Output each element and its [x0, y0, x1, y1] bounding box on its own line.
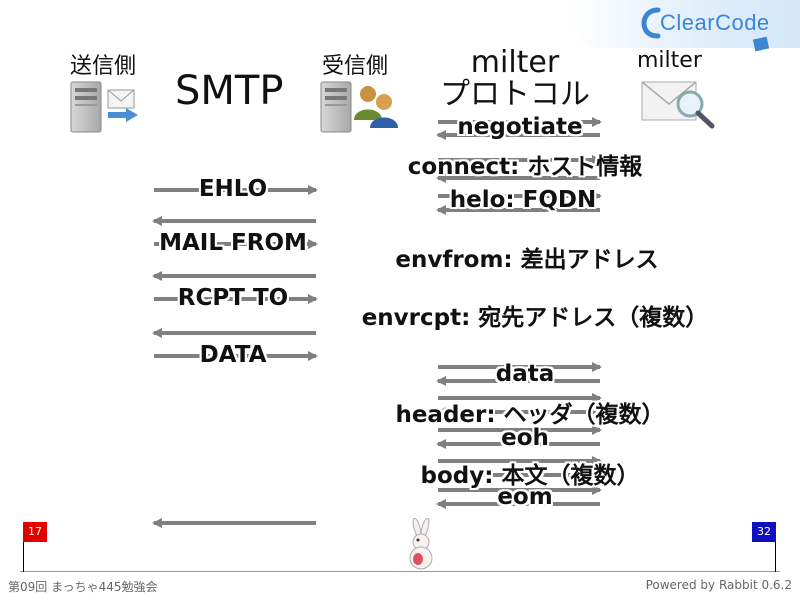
clearcode-logo-icon	[641, 7, 661, 39]
smtp-cmd-ehlo: EHLO	[198, 176, 268, 202]
smtp-cmd-data: DATA	[199, 342, 267, 368]
smtp-cmd-rcpt-to: RCPT TO	[177, 285, 289, 311]
smtp-label: SMTP	[175, 68, 284, 114]
footer-event-title: 第09回 まっちゃ445勉強会	[8, 580, 158, 594]
receiver-server-icon	[320, 81, 398, 133]
milter-msg-eoh: eoh	[501, 425, 549, 451]
milter-msg-negotiate: negotiate	[457, 114, 583, 140]
progress-track	[20, 571, 780, 572]
milter-protocol-label: milter プロトコル	[430, 47, 600, 111]
current-page-flag: 17	[23, 522, 47, 542]
milter-msg-helo: helo: FQDN	[449, 187, 597, 213]
sender-server-icon	[70, 81, 138, 133]
clearcode-logo-text: ClearCode	[660, 10, 770, 35]
milter-protocol-line2: プロトコル	[440, 77, 590, 112]
milter-msg-header: header: ヘッダ（複数）	[395, 402, 665, 428]
footer-powered-by: Powered by Rabbit 0.6.2	[645, 578, 792, 592]
milter-envelope-icon	[641, 81, 715, 129]
total-page-flag: 32	[752, 522, 776, 542]
rabbit-progress-icon	[409, 518, 433, 570]
total-flag-pole	[775, 522, 776, 572]
milter-msg-eom: eom	[497, 484, 553, 510]
sender-label: 送信側	[70, 54, 137, 79]
smtp-cmd-mail-from: MAIL FROM	[159, 230, 307, 256]
milter-msg-envfrom: envfrom: 差出アドレス	[395, 247, 659, 273]
receiver-label: 受信側	[322, 54, 389, 79]
logo-page-icon	[752, 36, 770, 52]
milter-msg-envrcpt: envrcpt: 宛先アドレス（複数）	[361, 305, 709, 331]
milter-protocol-line1: milter	[470, 45, 560, 80]
milter-msg-connect: connect: ホスト情報	[407, 154, 643, 180]
current-flag-pole	[23, 522, 24, 572]
milter-label: milter	[637, 48, 702, 73]
milter-msg-data: data	[495, 361, 555, 387]
milter-msg-body: body: 本文（複数）	[420, 463, 640, 489]
